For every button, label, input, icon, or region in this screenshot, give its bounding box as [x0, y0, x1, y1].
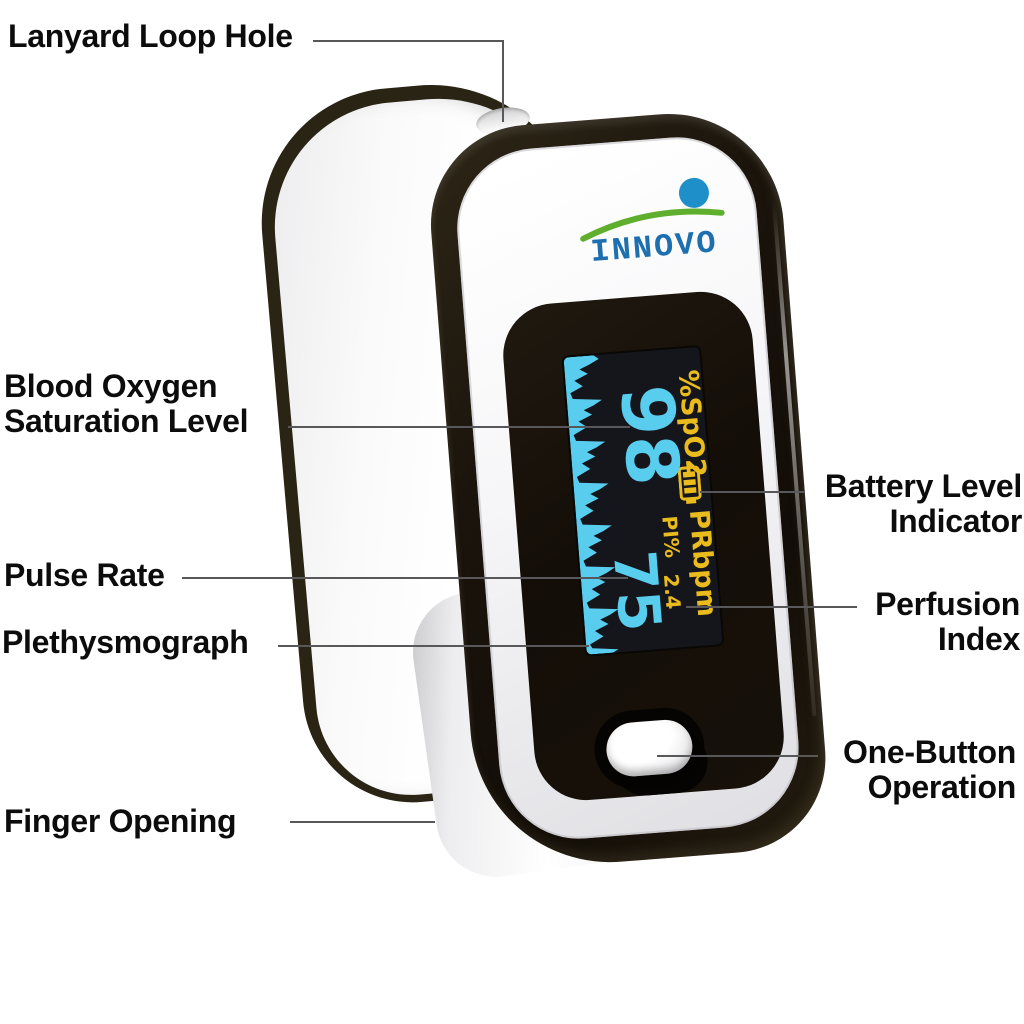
- label-lanyard-loop-hole: Lanyard Loop Hole: [8, 18, 293, 54]
- label-battery-level: Battery Level Indicator: [825, 469, 1022, 539]
- device-front-face: INNOVO %SpO2 PRbpm 98 P: [423, 105, 833, 873]
- logo-swoosh-icon: [580, 208, 725, 242]
- pulse-rate-label: PRbpm: [682, 508, 723, 618]
- callout-line-plethysmograph: [278, 645, 589, 647]
- label-finger-opening: Finger Opening: [4, 803, 237, 839]
- callout-line-pulse-rate: [182, 577, 628, 579]
- callout-line-battery: [700, 491, 804, 493]
- oled-screen: %SpO2 PRbpm 98 PI% 2.4 75: [563, 346, 723, 655]
- label-perfusion-index: Perfusion Index: [875, 587, 1020, 657]
- label-blood-oxygen-line2: Saturation Level: [4, 403, 249, 439]
- spo2-value: 98: [604, 381, 696, 489]
- label-battery-level-line1: Battery Level: [824, 468, 1022, 504]
- screen-bezel: %SpO2 PRbpm 98 PI% 2.4 75: [499, 287, 788, 804]
- pleth-waveform-icon: [563, 355, 619, 655]
- label-one-button-operation: One-Button Operation: [843, 735, 1016, 805]
- label-one-button-line2: Operation: [867, 769, 1017, 805]
- label-battery-level-line2: Indicator: [889, 503, 1023, 539]
- callout-line-blood-oxygen: [288, 426, 630, 428]
- callout-line-lanyard-v: [502, 40, 504, 122]
- label-pulse-rate: Pulse Rate: [4, 557, 165, 593]
- device-face-panel: INNOVO %SpO2 PRbpm 98 P: [451, 131, 805, 845]
- callout-line-lanyard-h: [313, 40, 504, 42]
- callout-line-perfusion: [686, 606, 857, 608]
- label-blood-oxygen: Blood Oxygen Saturation Level: [4, 369, 248, 439]
- battery-icon: [677, 465, 702, 504]
- label-perfusion-index-line2: Index: [937, 621, 1020, 657]
- power-button: [604, 717, 695, 779]
- oled-screen-content: %SpO2 PRbpm 98 PI% 2.4 75: [563, 347, 722, 655]
- label-blood-oxygen-line1: Blood Oxygen: [4, 368, 218, 404]
- callout-line-one-button: [657, 755, 818, 757]
- callout-line-finger-opening: [290, 821, 435, 823]
- label-one-button-line1: One-Button: [843, 734, 1016, 770]
- label-perfusion-index-line1: Perfusion: [875, 586, 1020, 622]
- label-plethysmograph: Plethysmograph: [2, 624, 249, 660]
